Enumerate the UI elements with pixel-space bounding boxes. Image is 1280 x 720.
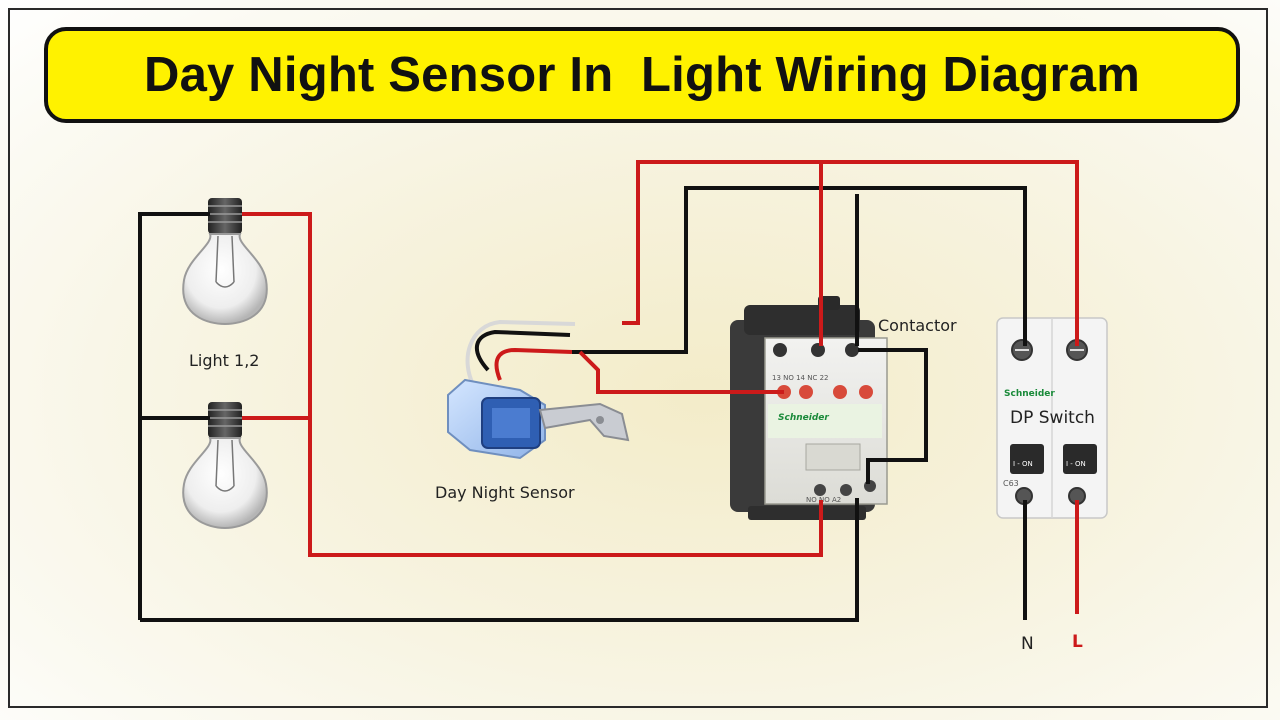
light-bulb-1	[182, 198, 268, 326]
dp-switch-brand: Schneider	[1004, 389, 1055, 399]
neutral-wiring	[138, 186, 1027, 622]
svg-text:13 NO 14 NC 22: 13 NO 14 NC 22	[772, 374, 829, 382]
dp-switch-on-left: I - ON	[1013, 460, 1033, 468]
wire-sensor-live	[622, 160, 1079, 346]
dp-switch-on-right: I - ON	[1066, 460, 1086, 468]
wire-lights-neutral-common	[138, 212, 210, 620]
neutral-label: N	[1021, 634, 1034, 654]
title-banner: Day Night Sensor In Light Wiring Diagram	[44, 27, 1240, 123]
lights-label: Light 1,2	[189, 351, 260, 370]
light-bulb-2	[182, 402, 268, 530]
dp-switch-label: DP Switch	[1010, 408, 1095, 428]
contactor-brand: Schneider	[778, 413, 829, 423]
wire-sensor-black	[572, 186, 1027, 354]
breaker-rating: C63	[1003, 479, 1019, 488]
wire-coil-link	[858, 348, 928, 484]
diagram-title: Day Night Sensor In Light Wiring Diagram	[144, 48, 1140, 102]
day-night-sensor	[447, 319, 630, 460]
wire-bulb1-live	[242, 212, 823, 557]
contactor-label: Contactor	[878, 316, 957, 335]
sensor-label: Day Night Sensor	[435, 483, 575, 502]
live-wiring	[242, 160, 1079, 614]
contactor: 13 NO 14 NC 22 Schneider NO NO A2	[730, 296, 888, 520]
dp-switch: Schneider I - ON I - ON C63	[996, 317, 1108, 519]
wire-sensor-red-out	[578, 350, 784, 394]
wire-neutral-to-contactor	[140, 498, 859, 622]
svg-text:NO NO A2: NO NO A2	[806, 496, 841, 504]
live-label: L	[1072, 632, 1083, 652]
